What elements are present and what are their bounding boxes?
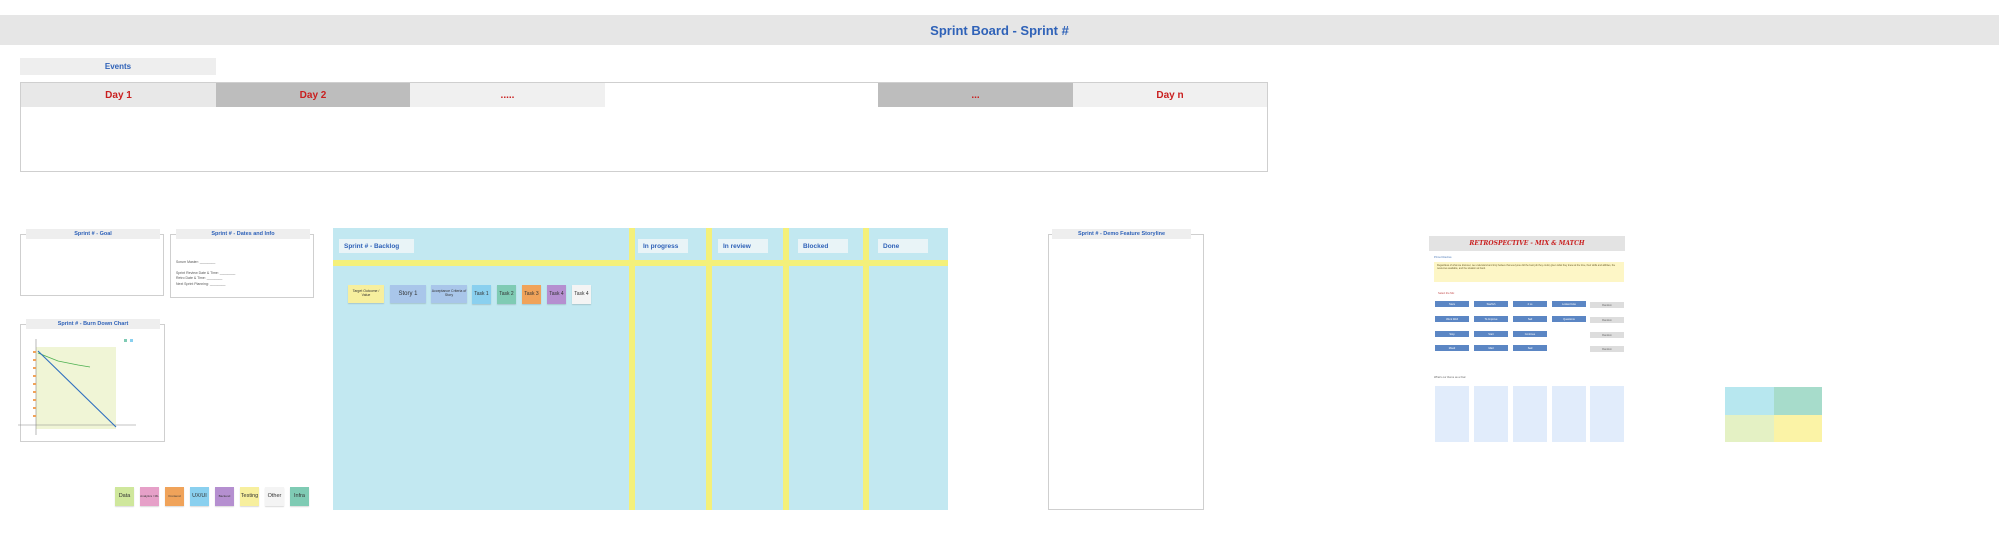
dates-line-planning: Next Sprint Planning: ________ [176, 282, 226, 286]
blocked-header: Blocked [798, 239, 848, 253]
column-divider-4 [863, 228, 869, 510]
retro-column-3[interactable] [1513, 386, 1547, 442]
retro-btn-starfish[interactable]: Starfish [1474, 301, 1508, 307]
demo-storyline-title: Sprint # - Demo Feature Storyline [1052, 229, 1191, 239]
sticky-task-4-purple[interactable]: Task 4 [547, 285, 566, 304]
quadrant-top-left[interactable] [1725, 387, 1774, 415]
legend-data[interactable]: Data [115, 487, 134, 506]
sprint-goal-card[interactable] [20, 234, 164, 296]
events-header: Events [20, 58, 216, 75]
legend-ux-ui[interactable]: UX/UI [190, 487, 209, 506]
retro-random-4[interactable]: Random [1590, 346, 1624, 352]
sticky-task-2[interactable]: Task 2 [497, 285, 516, 304]
day-n-header: Day n [1073, 83, 1267, 107]
dates-line-scrum-master: Scrum Master: ________ [176, 260, 216, 264]
retro-btn-sad[interactable]: Sad [1513, 345, 1547, 351]
sticky-acceptance-criteria[interactable]: Acceptance Criteria of Story [431, 285, 467, 303]
retro-column-5[interactable] [1590, 386, 1624, 442]
retro-directive-label: Prime Directive [1434, 256, 1452, 259]
retro-btn-start[interactable]: Start [1474, 331, 1508, 337]
quadrant-bottom-right[interactable] [1774, 415, 1822, 442]
retro-btn-4ls[interactable]: 4 Ls [1513, 301, 1547, 307]
column-divider-3 [783, 228, 789, 510]
retro-btn-stars[interactable]: Stars [1435, 301, 1469, 307]
demo-storyline-card[interactable] [1048, 234, 1204, 510]
done-header: Done [878, 239, 928, 253]
retro-btn-looked-like[interactable]: Looked Like [1552, 301, 1586, 307]
retro-random-3[interactable]: Random [1590, 332, 1624, 338]
backlog-header: Sprint # - Backlog [339, 239, 414, 253]
quadrant-bottom-left[interactable] [1725, 415, 1774, 442]
retro-random-2[interactable]: Random [1590, 317, 1624, 323]
sticky-task-4-white[interactable]: Task 4 [572, 285, 591, 304]
day-1-header: Day 1 [21, 83, 216, 107]
board-title: Sprint Board - Sprint # [0, 15, 1999, 45]
sprint-dates-title: Sprint # - Dates and Info [176, 229, 310, 239]
retro-select-label: Select the Mix [1438, 292, 1455, 295]
in-review-header: In review [718, 239, 768, 253]
retro-btn-to-improve[interactable]: To Improve [1474, 316, 1508, 322]
legend-frontend[interactable]: Frontend [165, 487, 184, 506]
sticky-task-3[interactable]: Task 3 [522, 285, 541, 304]
retro-btn-stop[interactable]: Stop [1435, 331, 1469, 337]
day-ellipsis-header: ... [878, 83, 1073, 107]
quadrant-top-right[interactable] [1774, 387, 1822, 415]
retro-btn-sail[interactable]: Sail [1513, 316, 1547, 322]
retro-column-2[interactable] [1474, 386, 1508, 442]
sprint-goal-title: Sprint # - Goal [26, 229, 160, 239]
retro-title: RETROSPECTIVE - MIX & MATCH [1429, 236, 1625, 251]
retro-column-4[interactable] [1552, 386, 1586, 442]
sticky-task-1[interactable]: Task 1 [472, 285, 491, 304]
legend-analytics[interactable]: Analytics / ML [140, 487, 159, 506]
retro-btn-mood[interactable]: Mood [1435, 345, 1469, 351]
column-divider-2 [706, 228, 712, 510]
column-divider-1 [629, 228, 635, 510]
legend-infra[interactable]: Infra [290, 487, 309, 506]
legend-backend[interactable]: Backend [215, 487, 234, 506]
retro-random-1[interactable]: Random [1590, 302, 1624, 308]
retro-btn-mad[interactable]: Mad [1474, 345, 1508, 351]
sticky-target-outcome[interactable]: Target Outcome / Value [348, 285, 384, 303]
day-blank-header [605, 83, 878, 107]
dates-line-review: Sprint Review Date & Time: ________ [176, 271, 236, 275]
sticky-story-1[interactable]: Story 1 [390, 285, 426, 303]
day-placeholder-header: ..... [410, 83, 605, 107]
burndown-title: Sprint # - Burn Down Chart [26, 319, 160, 329]
retro-ideas-label: What's our theme as a final [1434, 376, 1466, 379]
dates-line-retro: Retro Date & Time: ________ [176, 276, 223, 280]
in-progress-header: In progress [638, 239, 688, 253]
retro-btn-continue[interactable]: Continue [1513, 331, 1547, 337]
legend-other[interactable]: Other [265, 487, 284, 506]
retro-btn-went-well[interactable]: Went Well [1435, 316, 1469, 322]
retro-btn-questions[interactable]: Questions [1552, 316, 1586, 322]
board-header-divider [333, 260, 948, 266]
burndown-chart-graphic [18, 339, 136, 435]
sprint-backlog-board[interactable] [333, 228, 948, 510]
legend-testing[interactable]: Testing [240, 487, 259, 506]
retro-column-1[interactable] [1435, 386, 1469, 442]
sprint-dates-card[interactable] [170, 234, 314, 298]
retro-prime-directive: Regardless of what we discover, we under… [1434, 262, 1624, 282]
day-2-header: Day 2 [216, 83, 410, 107]
